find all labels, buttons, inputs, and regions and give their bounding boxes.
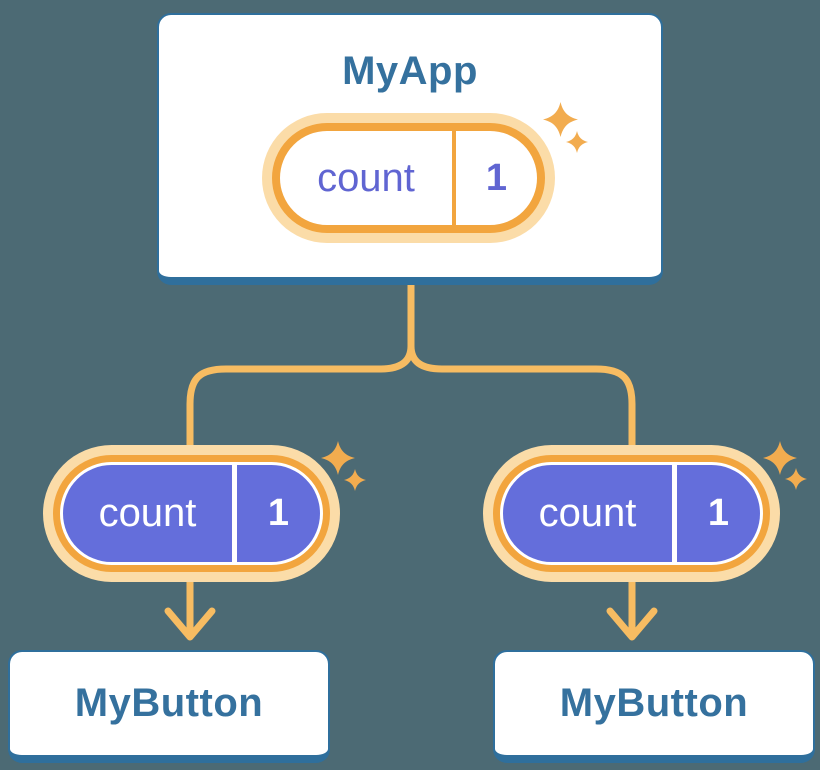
pill-divider [452, 131, 456, 225]
connector-branch-left [186, 342, 415, 633]
state-value: 1 [267, 492, 290, 534]
component-title: MyButton [559, 681, 749, 725]
connector-branch-right [407, 342, 636, 633]
state-pill-child-right: count 1 [483, 445, 780, 582]
pill-divider [672, 465, 677, 562]
component-card-child-right: MyButton [493, 650, 815, 763]
state-pill-body: count 1 [280, 131, 537, 225]
pill-divider [232, 465, 237, 562]
component-title: MyApp [342, 49, 478, 93]
arrowhead-left-icon [164, 607, 216, 641]
state-value: 1 [707, 492, 730, 534]
component-card-root: MyApp count 1 [157, 13, 663, 285]
sparkle-icon [566, 131, 588, 153]
state-value: 1 [485, 156, 508, 199]
state-pill-ring: count 1 [53, 455, 330, 572]
state-name: count [98, 491, 197, 535]
sparkle-icon [785, 468, 807, 490]
state-name: count [538, 491, 637, 535]
state-pill-ring: count 1 [493, 455, 770, 572]
sparkle-icon [321, 441, 355, 475]
component-title: MyButton [74, 681, 264, 725]
state-name: count [317, 155, 415, 200]
arrowhead-right-icon [606, 607, 658, 641]
sparkle-icon [763, 441, 797, 475]
state-pill-ring: count 1 [272, 123, 545, 233]
sparkle-icon [344, 469, 366, 491]
state-pill-body: count 1 [503, 465, 760, 562]
state-pill-root: count 1 [262, 113, 555, 243]
state-pill-body: count 1 [63, 465, 320, 562]
component-card-child-left: MyButton [8, 650, 330, 763]
sparkle-icon [543, 102, 578, 137]
state-pill-child-left: count 1 [43, 445, 340, 582]
